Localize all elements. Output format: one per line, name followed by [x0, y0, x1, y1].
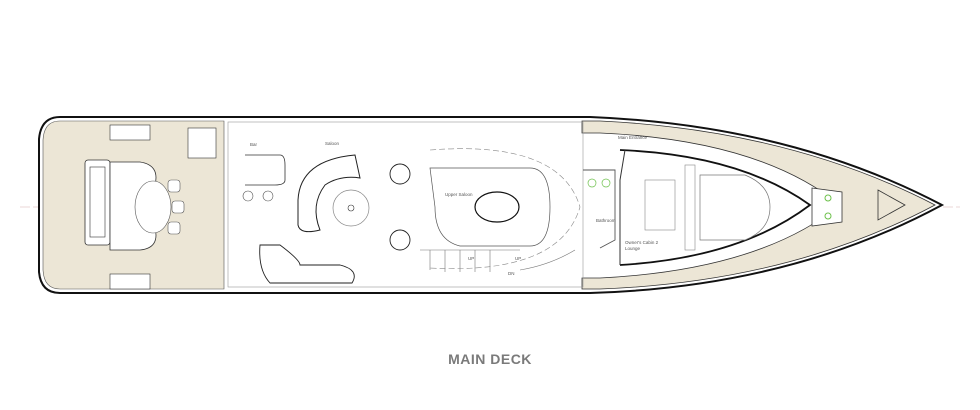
owners-cabin-wall [619, 149, 626, 265]
label-bar: Bar [250, 142, 258, 147]
dining-area [429, 167, 551, 247]
saloon-table [332, 189, 370, 227]
saloon-sofa [297, 154, 361, 233]
sunpad [84, 159, 111, 246]
bow-hatch [877, 189, 906, 221]
label-up-2: UP [515, 256, 521, 261]
label-up-1: UP [468, 256, 474, 261]
staircase [420, 249, 576, 272]
label-saloon: Saloon [325, 141, 340, 146]
bathroom-wall [583, 169, 616, 249]
label-owners-cabin: Owner's Cabin 2 [625, 240, 659, 245]
windlass [811, 187, 843, 227]
bar-counter [245, 154, 286, 186]
main-deck-plan: Bar Saloon Upper Saloon Bathroom Owner's… [20, 116, 960, 294]
dining-table [474, 191, 520, 223]
deck-title: MAIN DECK [448, 351, 532, 367]
interior-saloon [227, 121, 584, 288]
aft-table [134, 180, 172, 234]
lower-sofa [259, 244, 355, 284]
arc-walkway [429, 148, 581, 269]
label-dn: DN [508, 271, 515, 276]
berth [699, 174, 771, 241]
forward-bulkhead [619, 149, 812, 266]
label-bathroom: Bathroom [596, 218, 616, 223]
label-lounge: Lounge [625, 246, 641, 251]
label-main-entrance: Main Entrance [618, 135, 648, 140]
label-upper-saloon: Upper Saloon [445, 192, 473, 197]
fore-deck [581, 120, 936, 290]
